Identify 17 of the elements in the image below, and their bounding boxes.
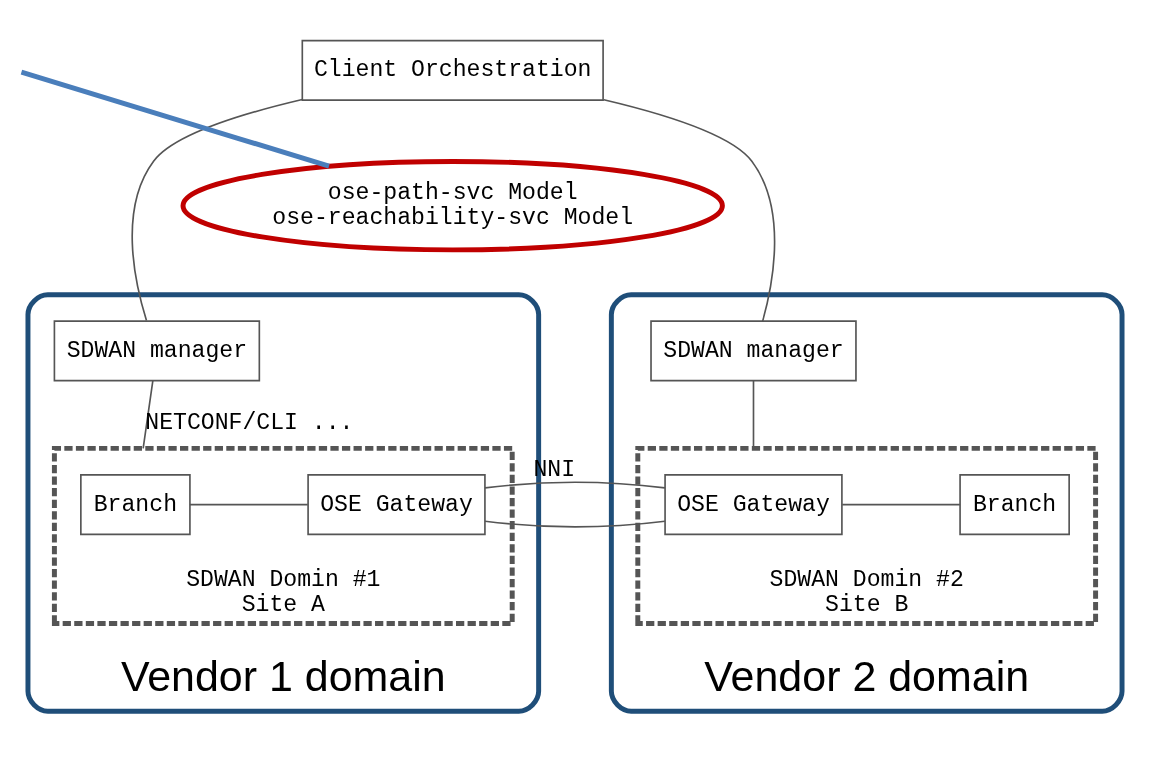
node-box: SDWAN manager [53,319,261,381]
connector [484,480,666,528]
connector [131,98,304,321]
node-ellipse: ose-path-svc Model ose-reachability-svc Model [180,158,725,252]
node-box: Branch [959,473,1070,535]
connector [603,98,776,322]
edge-label: NETCONF/CLI ... [145,409,354,436]
node-box: OSE Gateway [307,473,486,535]
node-box: Client Orchestration [301,39,604,101]
connector [20,69,330,169]
connector [841,503,961,505]
connector [142,379,154,449]
node-box: Branch [80,473,191,535]
connector [189,503,309,505]
connector [752,379,755,449]
node-box: SDWAN manager [650,319,857,381]
node-box: OSE Gateway [664,473,843,535]
